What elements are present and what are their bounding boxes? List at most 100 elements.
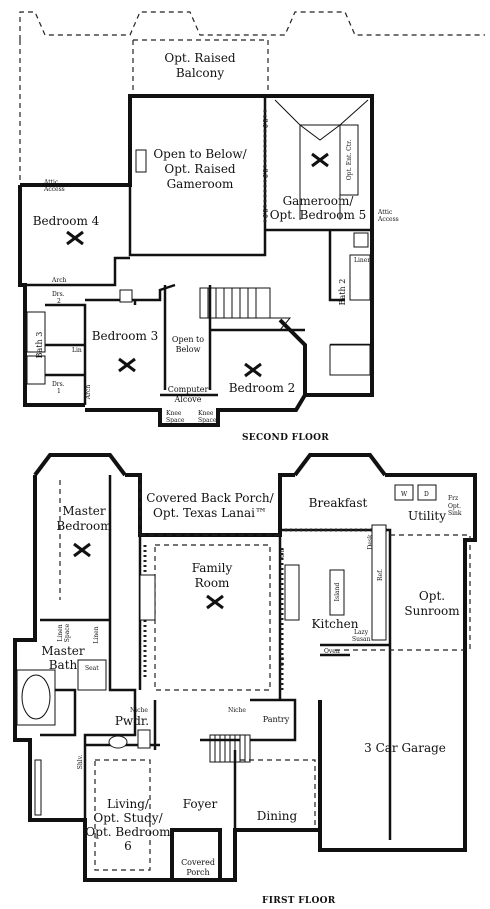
bath2-vanity — [349, 254, 371, 301]
covered-porch-label-2: Porch — [186, 868, 209, 877]
linen-label: Linen — [93, 626, 100, 643]
utility-label: Utility — [408, 509, 446, 523]
linen-space-label-2: Space — [64, 623, 71, 642]
second-floor: Opt. Raised Balcony Open to Below/ Opt. … — [18, 11, 485, 443]
porch-label-1: Covered Back Porch/ — [146, 491, 274, 505]
opt-sink-label-2: Sink — [448, 510, 462, 517]
first-floor-exterior-walls — [13, 473, 477, 882]
bedroom2-label: Bedroom 2 — [229, 381, 296, 395]
shelf-label: Shlv. — [77, 755, 84, 770]
computer-alcove-label-2: Alcove — [174, 395, 202, 404]
living-label-1: Living/ — [107, 797, 150, 811]
dryer-label: D — [424, 491, 429, 498]
drs2-label-2: 2 — [57, 298, 61, 305]
open-to-below-label-1: Open to — [172, 335, 204, 344]
bay-windows — [33, 453, 387, 477]
sunroom-label-2: Sunroom — [404, 604, 460, 618]
linen-space-label-1: Linen — [57, 624, 64, 641]
kitchen-label: Kitchen — [312, 617, 359, 631]
gameroom-label-1: Gameroom/ — [283, 194, 355, 208]
bath3-vanity — [26, 355, 46, 385]
island-label: Island — [334, 583, 341, 602]
arch-top-label: Arch — [51, 277, 67, 284]
attic-access-left-1: Attic — [43, 179, 59, 186]
arch-bottom-label: Arch — [85, 385, 92, 401]
header-a: 6'8" — [263, 116, 270, 128]
second-floor-title: SECOND FLOOR — [242, 433, 329, 443]
open-to-below-label-2: Below — [176, 345, 201, 354]
bedroom4-label: Bedroom 4 — [33, 214, 100, 228]
knee-left-1: Knee — [166, 410, 182, 417]
master-bath-label-1: Master — [41, 644, 85, 658]
master-closet-shelf — [34, 759, 42, 816]
master-bedroom-label-1: Master — [62, 504, 106, 518]
washer — [394, 484, 414, 501]
computer-alcove-label-1: Computer — [168, 385, 209, 394]
ref-label: Ref. — [377, 569, 384, 581]
open-below-label-1: Open to Below/ — [153, 147, 247, 161]
stairs-upper — [199, 287, 292, 331]
balcony-label-1: Opt. Raised — [164, 51, 236, 65]
bath3-label: Bath 3 — [35, 332, 44, 359]
first-floor: Covered Back Porch/ Opt. Texas Lanai™ Br… — [13, 453, 477, 906]
oven-label: Oven — [324, 648, 340, 655]
sunroom-outline — [390, 534, 471, 650]
attic-access-left — [119, 289, 133, 303]
attic-access-right-1: Attic — [377, 209, 393, 216]
garage-label: 3 Car Garage — [364, 741, 446, 755]
living-label-4: 6 — [124, 839, 132, 853]
header-b: 6'8" — [263, 166, 270, 178]
dining-label: Dining — [257, 809, 298, 823]
entertainment-center — [339, 124, 359, 196]
niche-right-label: Niche — [228, 707, 246, 714]
desk-label: Desk — [367, 534, 374, 549]
header-c: 6'8" — [263, 206, 270, 218]
bedroom3-label: Bedroom 3 — [92, 329, 159, 343]
roof-outline-upper — [19, 11, 485, 40]
pantry-label: Pantry — [263, 715, 290, 724]
lazy-susan-2: Susan — [352, 636, 371, 643]
master-shower — [77, 659, 107, 691]
gameroom-label-2: Opt. Bedroom 5 — [270, 208, 367, 222]
drs1-label-1: Drs. — [52, 381, 65, 388]
attic-access-right-2: Access — [377, 216, 399, 223]
freezer-label: Frz — [448, 495, 458, 502]
covered-porch-label-1: Covered — [181, 858, 215, 867]
stairs-main — [209, 734, 251, 763]
dining-outline — [240, 759, 316, 825]
ceiling-fan-icon — [206, 594, 224, 610]
porch-outline — [139, 475, 280, 536]
open-below-label-2: Opt. Raised — [164, 162, 236, 176]
kitchen-island — [329, 569, 345, 616]
family-room-label-2: Room — [195, 576, 230, 590]
fireplace — [139, 574, 156, 621]
header-label-b: 6'8" — [279, 654, 286, 666]
master-bath-label-2: Bath — [49, 658, 78, 672]
bath2-tub — [329, 344, 371, 376]
open-below-label-3: Gameroom — [167, 177, 234, 191]
breakfast-label: Breakfast — [309, 496, 368, 510]
column — [135, 149, 147, 173]
ceiling-fan-icon — [244, 362, 262, 378]
linen-label: Linen — [354, 257, 371, 264]
dryer — [417, 484, 437, 501]
bath2-label: Bath 2 — [338, 279, 347, 306]
attic-access-left-2: Access — [43, 186, 65, 193]
knee-left-2: Space — [166, 417, 185, 424]
kitchen-counter-right — [371, 524, 387, 641]
niche-left-label: Niche — [130, 707, 148, 714]
family-room-outline — [154, 544, 271, 691]
balcony-label-2: Balcony — [176, 66, 224, 80]
lin-label: Lin — [72, 347, 82, 354]
powder-label: Pwdr. — [115, 714, 149, 728]
lazy-susan-1: Lazy — [354, 629, 369, 636]
ceiling-fan-icon — [311, 152, 329, 168]
family-room-label-1: Family — [192, 561, 233, 575]
porch-label-2: Opt. Texas Lanai™ — [153, 506, 267, 520]
knee-right-2: Space — [198, 417, 217, 424]
master-bedroom-label-2: Bedroom — [56, 519, 112, 533]
powder-sink — [108, 735, 128, 749]
living-label-3: Opt. Bedroom — [85, 825, 171, 839]
attic-access-right — [353, 232, 369, 248]
